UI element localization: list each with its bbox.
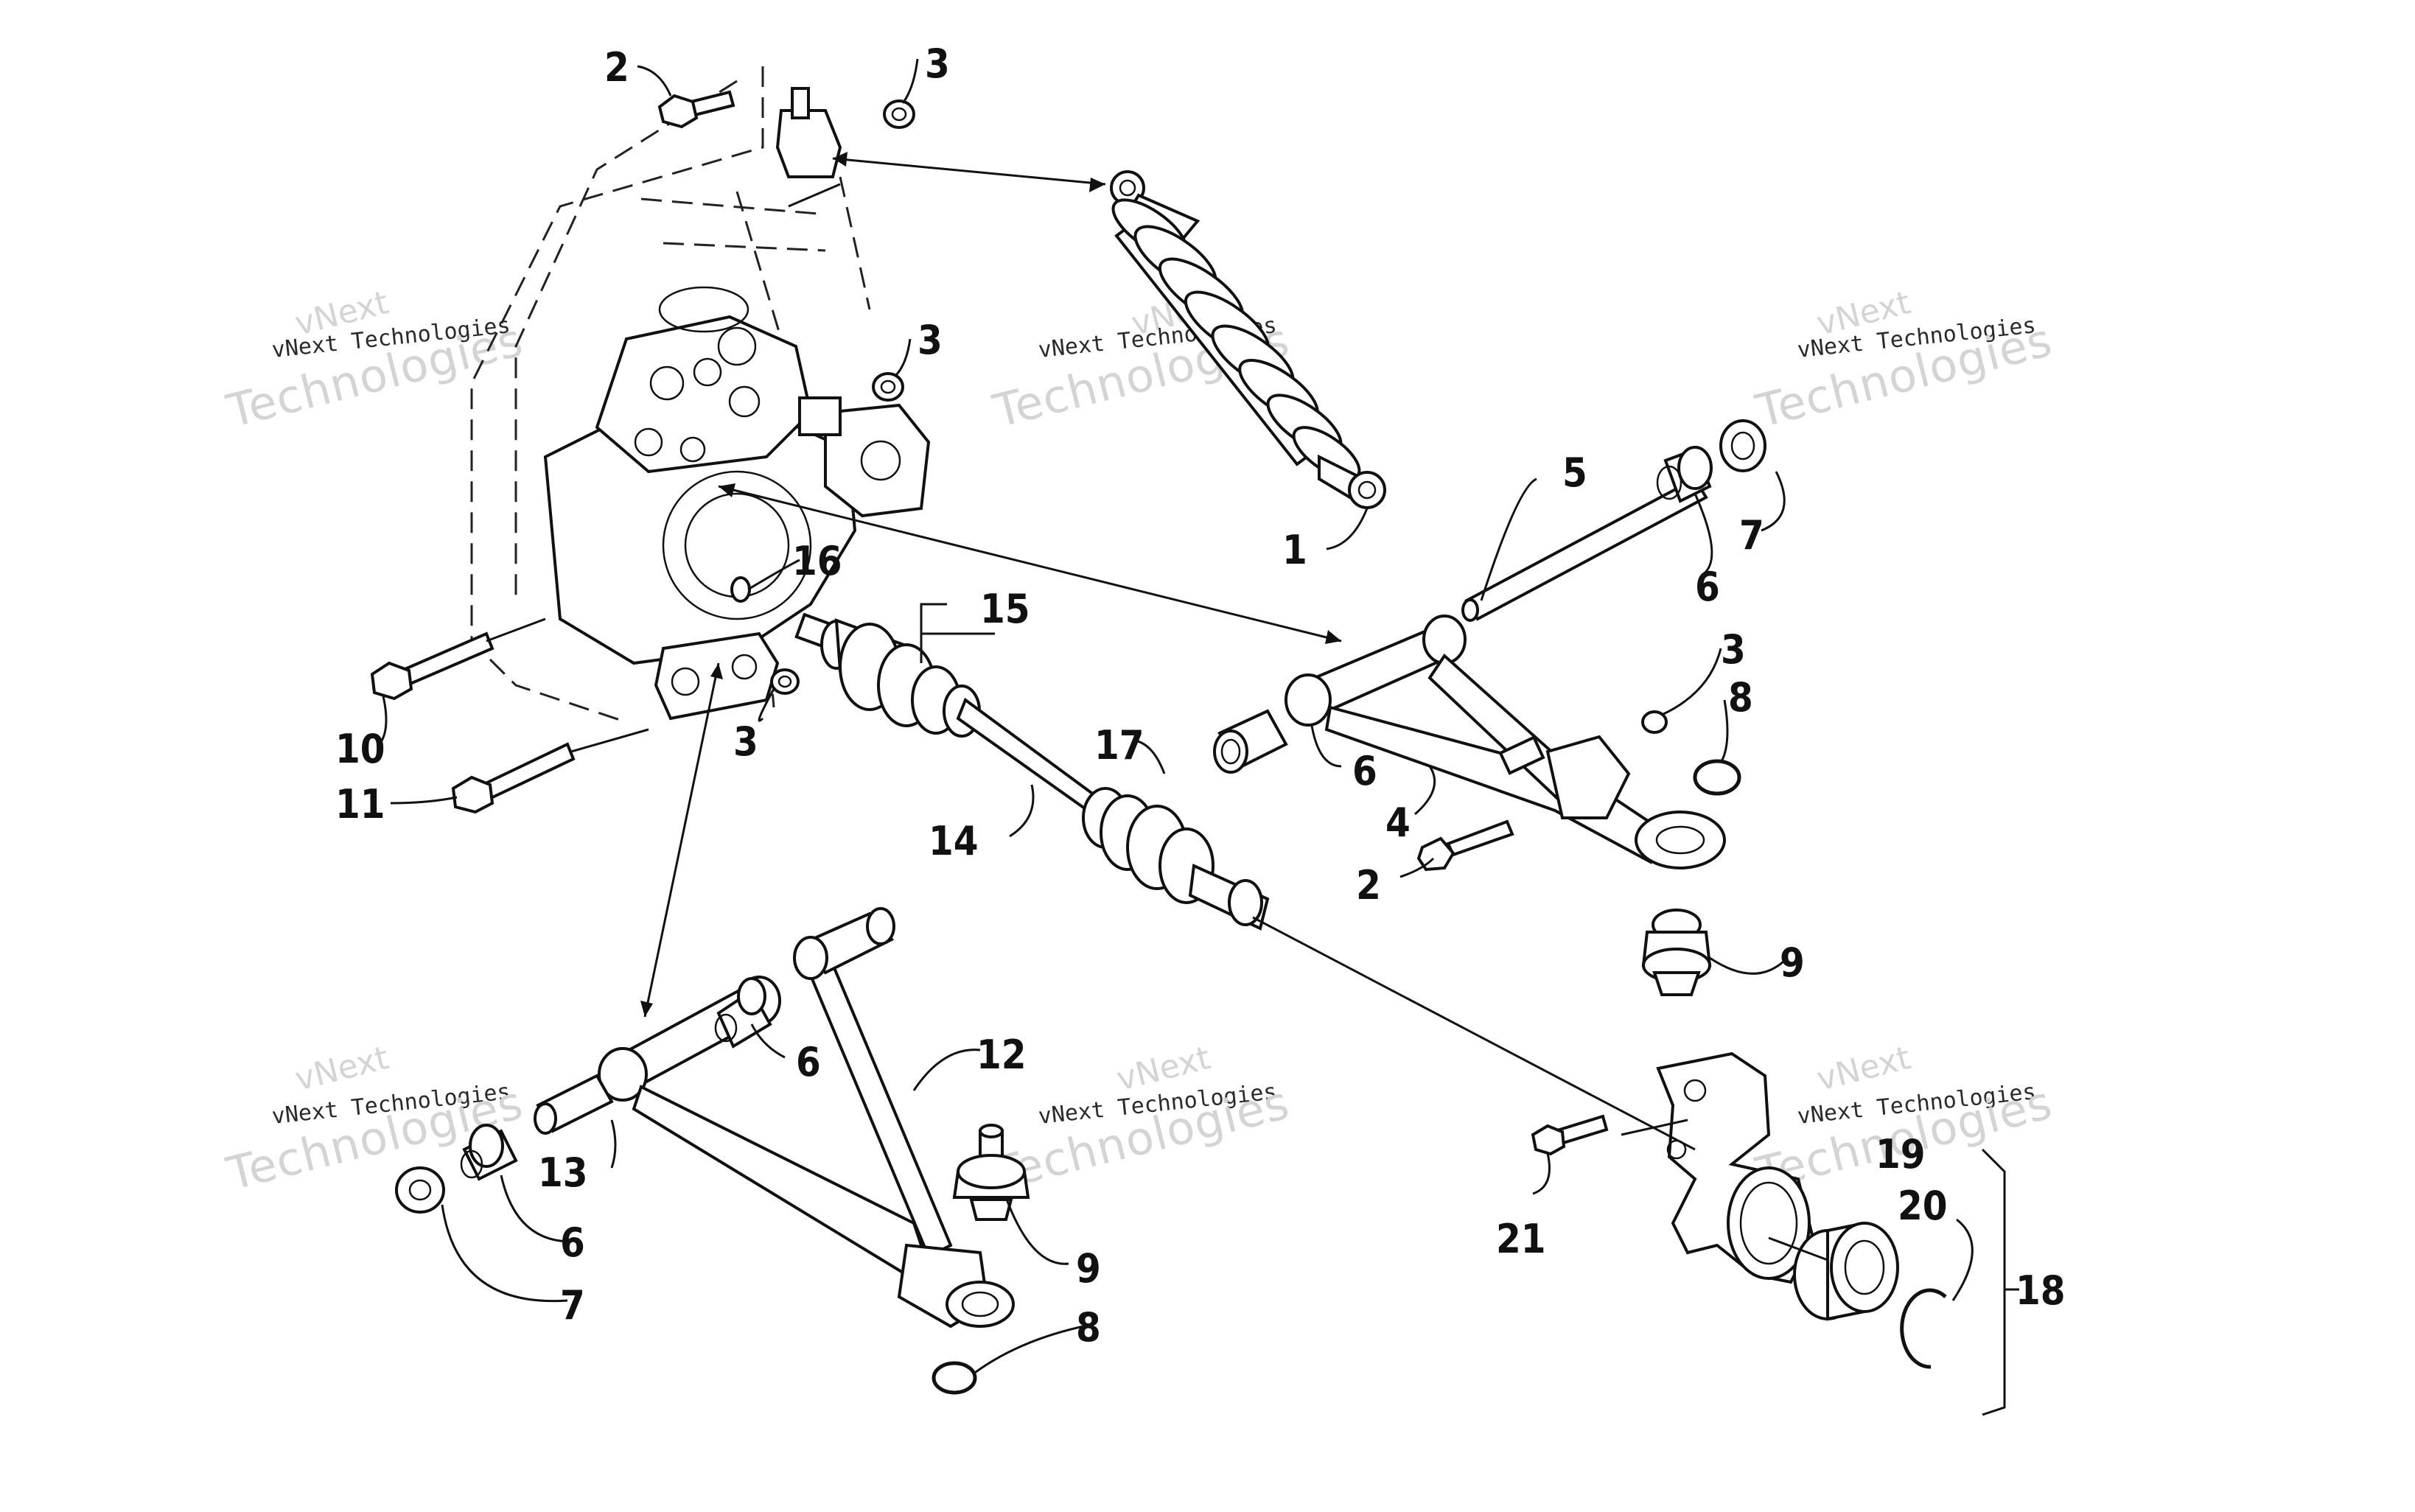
callout-10: 10 xyxy=(335,726,385,772)
callout-3b: 3 xyxy=(918,317,943,363)
wheel-bearing[interactable] xyxy=(1793,1221,1899,1321)
upper-retaining-ring[interactable] xyxy=(1693,759,1741,796)
callout-3a: 3 xyxy=(925,41,950,87)
callout-3d: 3 xyxy=(733,718,758,765)
callout-21: 21 xyxy=(1496,1216,1546,1262)
callout-7a: 7 xyxy=(1739,512,1764,559)
lower-retaining-ring[interactable] xyxy=(932,1361,977,1395)
upper-a-arm[interactable] xyxy=(1285,615,1726,869)
callout-6a: 6 xyxy=(1695,564,1720,610)
callout-1: 1 xyxy=(1282,527,1307,573)
bearing-snap-ring[interactable] xyxy=(1900,1288,1947,1369)
svg-text:vNext: vNext xyxy=(1813,1039,1914,1099)
steering-knuckle[interactable] xyxy=(1656,1051,1815,1284)
upper-ball-joint[interactable] xyxy=(1641,909,1712,996)
callout-19: 19 xyxy=(1876,1131,1926,1177)
lower-pivot-shaft[interactable] xyxy=(534,1074,614,1135)
watermark-top-right: vNext vNext Technologies Technologies xyxy=(1750,284,2058,438)
callout-14: 14 xyxy=(929,818,979,864)
bolt-10[interactable] xyxy=(370,631,494,701)
upper-seal-right[interactable] xyxy=(1719,419,1766,472)
callout-2a: 2 xyxy=(604,44,629,91)
lower-ball-joint[interactable] xyxy=(952,1124,1030,1221)
callout-8a: 8 xyxy=(1728,674,1753,721)
bolt-11[interactable] xyxy=(451,742,576,814)
cv-axle[interactable] xyxy=(794,612,1270,931)
callout-16: 16 xyxy=(792,538,842,584)
upper-pivot-shaft[interactable] xyxy=(1461,477,1708,622)
callout-leaders xyxy=(378,58,2019,1416)
lower-seal-left[interactable] xyxy=(395,1166,445,1214)
bolt-top[interactable] xyxy=(657,90,735,129)
nut-top[interactable] xyxy=(883,99,915,129)
callout-12: 12 xyxy=(976,1032,1027,1078)
callout-6b: 6 xyxy=(1352,748,1377,794)
lower-bushing-left[interactable] xyxy=(460,1124,518,1181)
stud-16[interactable] xyxy=(730,576,751,603)
callout-7b: 7 xyxy=(560,1282,585,1329)
callout-9b: 9 xyxy=(1076,1245,1101,1292)
callout-6c: 6 xyxy=(796,1039,821,1085)
shock-absorber[interactable] xyxy=(1105,170,1386,509)
nut-mid[interactable] xyxy=(872,372,904,402)
callout-5: 5 xyxy=(1562,449,1587,496)
watermark-bottom-center: vNext vNext Technologies Technologies xyxy=(988,1039,1295,1201)
lower-bushing-upper[interactable] xyxy=(714,977,772,1049)
upper-bushing-left[interactable] xyxy=(1213,709,1288,774)
upper-arm-bolt[interactable] xyxy=(1416,819,1514,872)
upper-bushing-right[interactable] xyxy=(1656,446,1713,503)
callout-9a: 9 xyxy=(1780,939,1805,986)
callout-3c: 3 xyxy=(1721,626,1746,673)
callout-17: 17 xyxy=(1094,722,1144,769)
frame-chassis xyxy=(470,66,931,724)
nut-lower[interactable] xyxy=(770,668,800,695)
callout-4: 4 xyxy=(1385,799,1411,846)
callout-2b: 2 xyxy=(1356,862,1381,909)
assembly-lines xyxy=(486,152,1828,1261)
svg-text:vNext: vNext xyxy=(291,1039,392,1099)
callout-18: 18 xyxy=(2016,1267,2066,1314)
callout-20: 20 xyxy=(1898,1183,1948,1229)
upper-arm-nut[interactable] xyxy=(1641,710,1668,734)
callout-15: 15 xyxy=(980,586,1030,632)
knuckle-bolt[interactable] xyxy=(1531,1114,1609,1156)
callout-labels: 2 3 3 5 7 1 6 16 15 3 8 10 3 17 6 11 4 1… xyxy=(335,41,2066,1351)
callout-11: 11 xyxy=(335,781,385,827)
callout-13: 13 xyxy=(538,1149,588,1196)
lower-a-arm[interactable] xyxy=(598,907,1015,1329)
callout-6d: 6 xyxy=(560,1219,585,1266)
callout-8b: 8 xyxy=(1076,1304,1101,1351)
